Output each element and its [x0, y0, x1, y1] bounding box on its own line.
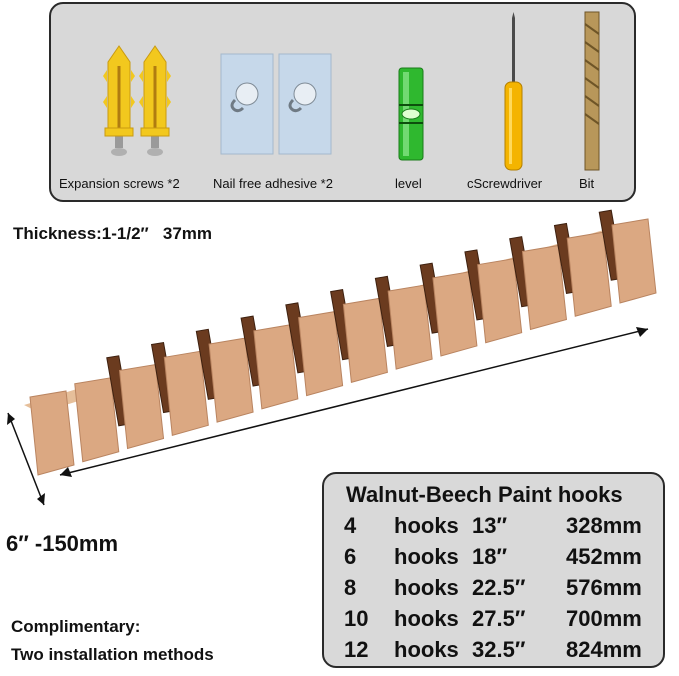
length-mm: 328mm [566, 513, 642, 538]
beech-plank [208, 337, 254, 423]
complimentary-title: Complimentary: [11, 617, 141, 636]
beech-plank [387, 284, 433, 370]
drill-bit-icon [584, 11, 600, 171]
length-mm: 576mm [566, 575, 642, 600]
beech-plank [163, 350, 209, 436]
beech-plank [29, 390, 75, 476]
hooks-word: hooks [394, 575, 459, 600]
length-inches: 27.5″ [472, 606, 526, 631]
adhesive-label: Nail free adhesive *2 [213, 176, 333, 191]
length-inches: 18″ [472, 544, 508, 569]
beech-plank [611, 218, 657, 304]
spec-title: Walnut-Beech Paint hooks [346, 482, 623, 507]
beech-plank [253, 324, 299, 410]
length-inches: 22.5″ [472, 575, 526, 600]
hooks-word: hooks [394, 606, 459, 631]
width-label: 6″ -150mm [6, 531, 119, 556]
beech-plank [74, 377, 120, 463]
length-mm: 452mm [566, 544, 642, 569]
beech-plank [298, 311, 344, 397]
adhesive-item: Nail free adhesive *2 [211, 4, 361, 200]
length-mm: 700mm [566, 606, 642, 631]
length-arrow [59, 327, 649, 477]
length-inches: 13″ [472, 513, 508, 538]
hook-count: 10 [344, 606, 369, 631]
hook-count: 4 [344, 513, 357, 538]
table-row: 12 hooks 32.5″ 824mm [324, 637, 663, 667]
screwdriver-icon [504, 12, 523, 171]
level-item: level [391, 4, 431, 200]
hook-count: 12 [344, 637, 369, 662]
screwdriver-label: cScrewdriver [467, 176, 543, 191]
beech-plank [432, 271, 478, 357]
level-label: level [395, 176, 422, 191]
width-arrow [7, 412, 45, 506]
bit-label: Bit [579, 176, 595, 191]
thickness-label: Thickness:1-1/2″ 37mm [13, 224, 213, 243]
hooks-word: hooks [394, 544, 459, 569]
hook-count: 6 [344, 544, 357, 569]
beech-plank [566, 231, 612, 317]
beech-plank [521, 244, 568, 331]
table-row: 4 hooks 13″ 328mm [324, 513, 663, 543]
accessories-panel: Expansion screws *2 Nail free adhesive *… [49, 2, 636, 202]
beech-plank [118, 363, 165, 450]
spec-table: Walnut-Beech Paint hooks 4 hooks 13″ 328… [322, 472, 665, 668]
length-mm: 824mm [566, 637, 642, 662]
expansion-screws-item: Expansion screws *2 [59, 4, 189, 200]
hooks-word: hooks [394, 513, 459, 538]
coat-rack-illustration [7, 209, 657, 506]
table-row: 10 hooks 27.5″ 700mm [324, 606, 663, 636]
complimentary-desc: Two installation methods [11, 645, 214, 664]
length-inches: 32.5″ [472, 637, 526, 662]
bit-item: Bit [569, 4, 619, 200]
screwdriver-item: cScrewdriver [467, 4, 557, 200]
hook-count: 8 [344, 575, 357, 600]
expansion-screw-icon [103, 45, 171, 156]
adhesive-hook-icon [220, 53, 332, 155]
spirit-level-icon [398, 67, 424, 161]
hooks-word: hooks [394, 637, 459, 662]
expansion-screws-label: Expansion screws *2 [59, 176, 180, 191]
table-row: 6 hooks 18″ 452mm [324, 544, 663, 574]
beech-plank [342, 297, 388, 384]
beech-plank [477, 258, 523, 344]
complimentary-text: Complimentary: Two installation methods [11, 613, 214, 669]
table-row: 8 hooks 22.5″ 576mm [324, 575, 663, 605]
